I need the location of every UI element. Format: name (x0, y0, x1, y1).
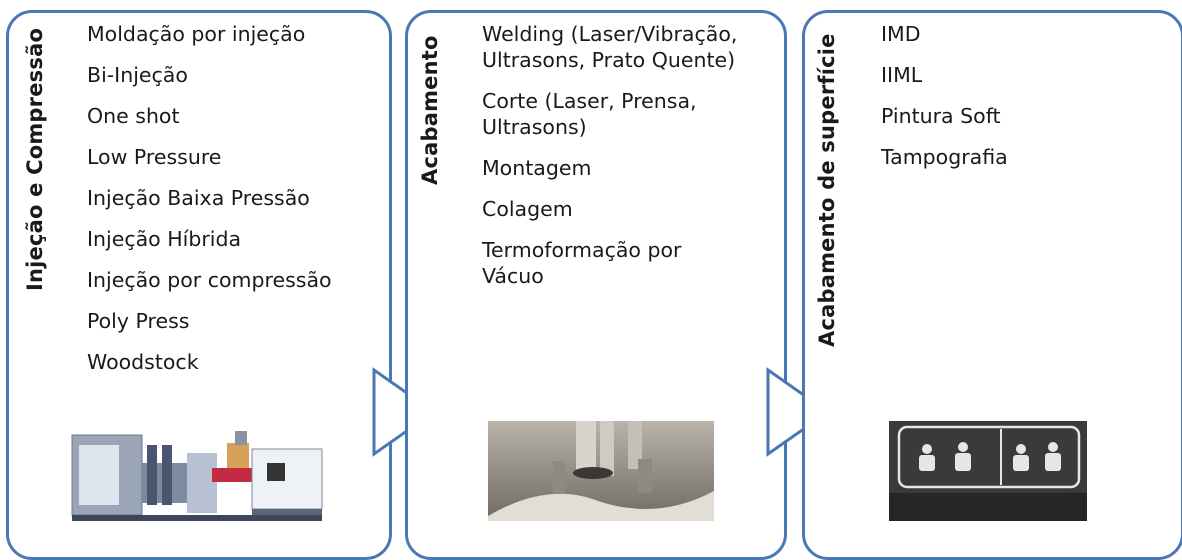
list-item: Pintura Soft (881, 104, 1001, 128)
list-item: IIML (881, 63, 923, 87)
list-item: Termoformação por Vácuo (482, 238, 682, 288)
list-item: Colagem (482, 197, 573, 221)
list-item: Injeção Baixa Pressão (87, 186, 310, 210)
list-item: One shot (87, 104, 180, 128)
column-finishing: Acabamento Welding (Laser/Vibração, Ultr… (405, 10, 787, 560)
list-item: Tampografia (881, 145, 1008, 169)
column-injection-compression: Injeção e Compressão Moldação por injeçã… (6, 10, 392, 560)
column-title: Injeção e Compressão (23, 27, 47, 291)
list-item: Welding (Laser/Vibração, Ultrasons, Prat… (482, 22, 738, 72)
item-list: Moldação por injeção Bi-Injeção One shot… (87, 21, 332, 375)
arrow-right-icon (766, 367, 831, 457)
list-item: Moldação por injeção (87, 22, 306, 46)
list-item: Corte (Laser, Prensa, Ultrasons) (482, 89, 697, 139)
list-item: Bi-Injeção (87, 63, 188, 87)
list-item: Woodstock (87, 350, 199, 374)
finishing-tool-image (488, 421, 714, 521)
arrow-right-icon (372, 367, 437, 457)
list-item: Montagem (482, 156, 592, 180)
item-list: Welding (Laser/Vibração, Ultrasons, Prat… (482, 21, 772, 289)
list-item: Poly Press (87, 309, 190, 333)
list-item: IMD (881, 22, 921, 46)
column-title: Acabamento de superfície (815, 33, 839, 347)
list-item: Low Pressure (87, 145, 222, 169)
injection-molding-machine-image (67, 423, 329, 523)
column-title: Acabamento (418, 35, 442, 185)
item-list: IMD IIML Pintura Soft Tampografia (881, 21, 1008, 170)
list-item: Injeção Híbrida (87, 227, 242, 251)
list-item: Injeção por compressão (87, 268, 332, 292)
surface-print-image (889, 421, 1087, 521)
column-surface-finishing: Acabamento de superfície IMD IIML Pintur… (802, 10, 1182, 560)
